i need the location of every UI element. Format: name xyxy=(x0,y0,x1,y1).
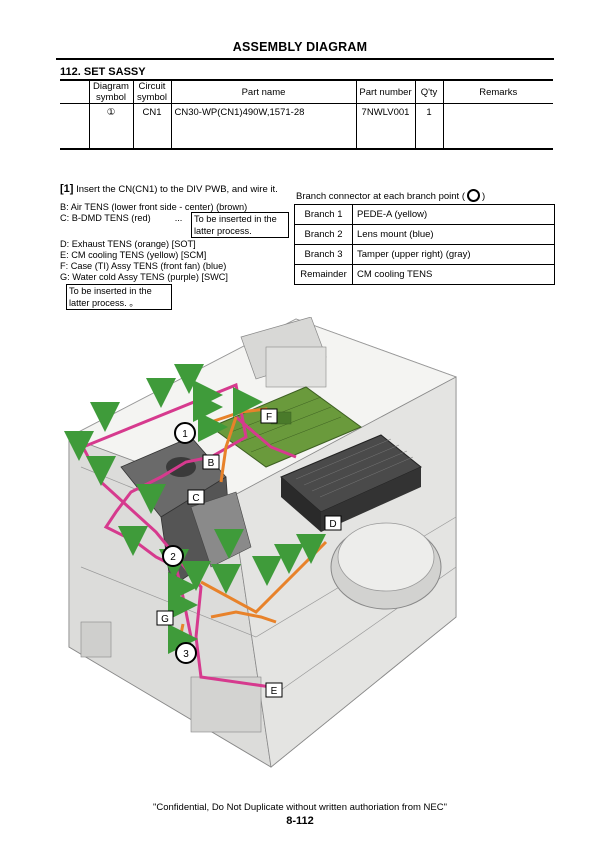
callout-f: F xyxy=(260,408,278,424)
branch-point-1: 1 xyxy=(174,422,196,444)
page-title: ASSEMBLY DIAGRAM xyxy=(232,40,368,54)
wire-f: F: Case (TI) Assy TENS (front fan) (blue… xyxy=(60,261,227,271)
orange-wire xyxy=(210,610,277,624)
callout-g: G xyxy=(156,610,174,626)
branch-name: Branch 1 xyxy=(294,204,353,225)
branch-name: Branch 2 xyxy=(294,224,353,245)
parts-table-header: Diagram symbol Circuit symbol Part name … xyxy=(60,79,553,104)
branch-point-2: 2 xyxy=(162,545,184,567)
branch-title-end: ) xyxy=(482,191,486,202)
callout-d: D xyxy=(324,515,342,531)
cell-part-name: CN30-WP(CN1)490W,1571-28 xyxy=(170,103,357,150)
page-number: 8-112 xyxy=(286,815,314,827)
instruction: [1] Insert the CN(CN1) to the DIV PWB, a… xyxy=(60,183,278,195)
cell-diagram-symbol: ① xyxy=(88,103,134,150)
branch-desc: Lens mount (blue) xyxy=(352,224,555,245)
col-part-name: Part name xyxy=(170,79,357,104)
branch-ring-icon xyxy=(467,189,480,202)
svg-text:D: D xyxy=(329,519,336,530)
wire-c: C: B-DMD TENS (red)... xyxy=(60,213,182,223)
table-row: ① CN1 CN30-WP(CN1)490W,1571-28 7NWLV001 … xyxy=(60,103,553,150)
branch-desc: CM cooling TENS xyxy=(352,264,555,285)
wire-d: D: Exhaust TENS (orange) [SOT] xyxy=(60,239,196,249)
col-part-number: Part number xyxy=(355,79,416,104)
col-qty: Q'ty xyxy=(414,79,444,104)
ellipsis: ... xyxy=(174,213,183,223)
col-blank xyxy=(60,79,90,104)
heat-sink xyxy=(280,434,422,532)
svg-text:2: 2 xyxy=(170,552,176,563)
callout-e: E xyxy=(265,682,283,698)
top-bracket xyxy=(240,317,327,388)
note-latter-process-2: To be inserted in the latter process. 。 xyxy=(66,284,172,310)
assembly-diagram: 1 2 3 F B C D G E xyxy=(64,317,457,768)
svg-text:E: E xyxy=(271,686,278,697)
branch-title: Branch connector at each branch point () xyxy=(296,189,485,202)
branch-name: Remainder xyxy=(294,264,353,285)
magenta-wire xyxy=(103,455,212,569)
svg-text:G: G xyxy=(161,614,169,625)
cell-qty: 1 xyxy=(414,103,444,150)
callout-c: C xyxy=(187,489,205,505)
svg-text:C: C xyxy=(192,493,199,504)
wire-b: B: Air TENS (lower front side - center) … xyxy=(60,202,248,212)
wire-g: G: Water cold Assy TENS (purple) [SWC] xyxy=(60,272,228,282)
confidential-notice: "Confidential, Do Not Duplicate without … xyxy=(153,802,447,813)
lens-mount xyxy=(330,522,442,610)
svg-text:1: 1 xyxy=(182,429,188,440)
wire-c-text: C: B-DMD TENS (red) xyxy=(60,213,151,223)
cell-remarks xyxy=(442,103,553,150)
pcb-board xyxy=(209,386,363,468)
cell-blank xyxy=(60,103,90,150)
col-circuit-symbol: Circuit symbol xyxy=(132,79,172,104)
wire-e: E: CM cooling TENS (yellow) [SCM] xyxy=(60,250,207,260)
title-rule xyxy=(56,58,554,60)
branch-point-3: 3 xyxy=(175,642,197,664)
note-latter-process: To be inserted in the latter process. xyxy=(191,212,289,238)
section-title: 112. SET SASSY xyxy=(60,66,146,78)
svg-text:B: B xyxy=(208,458,215,469)
svg-text:3: 3 xyxy=(183,649,189,660)
cell-circuit-symbol: CN1 xyxy=(132,103,172,150)
parts-table: Diagram symbol Circuit symbol Part name … xyxy=(60,79,553,150)
cell-part-number: 7NWLV001 xyxy=(355,103,416,150)
svg-text:F: F xyxy=(266,412,272,423)
branch-desc: PEDE-A (yellow) xyxy=(352,204,555,225)
arrow-icons xyxy=(64,364,326,654)
callout-b: B xyxy=(202,454,220,470)
col-remarks: Remarks xyxy=(442,79,553,104)
branch-name: Branch 3 xyxy=(294,244,353,265)
branch-desc: Tamper (upper right) (gray) xyxy=(352,244,555,265)
instruction-number: [1] xyxy=(60,183,74,195)
orange-wire xyxy=(219,416,238,483)
col-diagram-symbol: Diagram symbol xyxy=(88,79,134,104)
instruction-text: Insert the CN(CN1) to the DIV PWB, and w… xyxy=(76,184,278,195)
magenta-wire xyxy=(235,415,297,459)
branch-title-text: Branch connector at each branch point ( xyxy=(296,191,465,202)
